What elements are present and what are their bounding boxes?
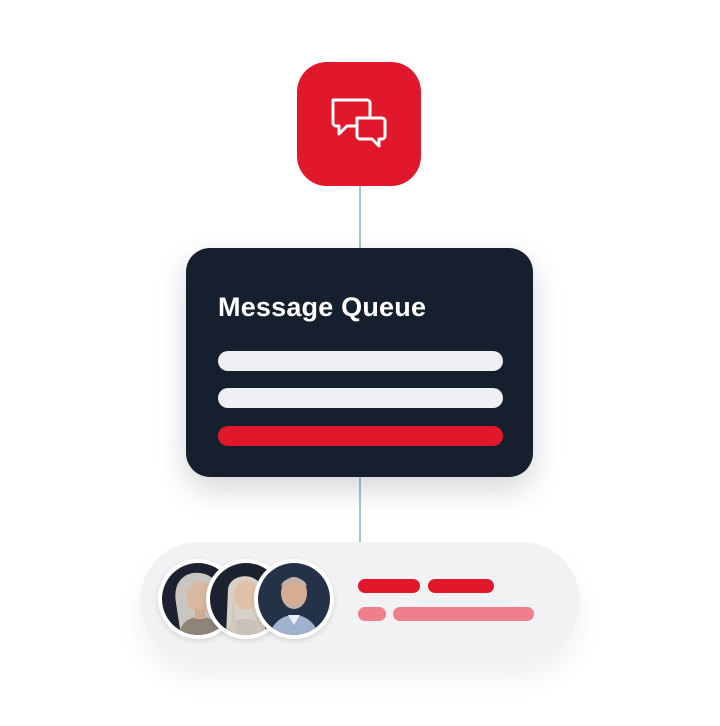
message-queue-card: Message Queue [186, 248, 533, 477]
chat-icon-tile [297, 62, 421, 186]
chat-bubbles-icon [331, 98, 387, 148]
subscriber-bar [428, 579, 494, 593]
subscriber-bar [358, 579, 420, 593]
connector-top [359, 186, 361, 248]
queue-message-bar [218, 351, 503, 371]
connector-bottom [359, 477, 361, 542]
queue-message-bar-highlighted [218, 426, 503, 446]
avatar-older-man-icon [254, 559, 334, 639]
subscriber-group [140, 542, 580, 660]
subscriber-bar-light [393, 607, 534, 621]
queue-message-bar [218, 388, 503, 408]
subscriber-bar-light [358, 607, 386, 621]
queue-title: Message Queue [218, 292, 427, 322]
